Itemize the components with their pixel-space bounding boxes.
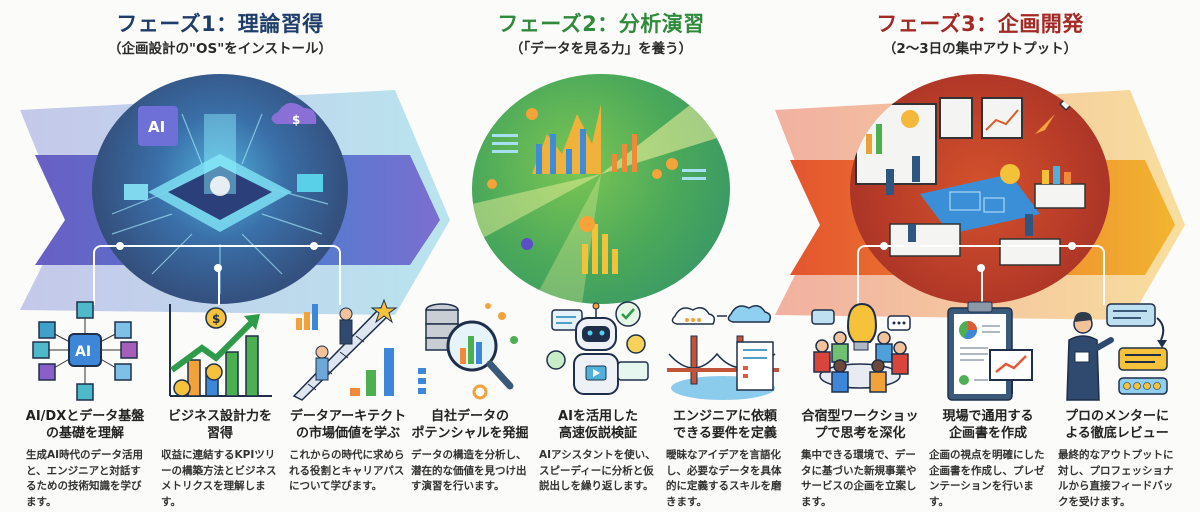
- item-description: 生成AI時代のデータ活用と、エンジニアと対話するための技術知識を学びます。: [26, 449, 144, 508]
- phase2-header: フェーズ2：分析演習 （「データを見る力」を養う）: [411, 10, 791, 58]
- phase3-connector-dot-right: [1068, 242, 1076, 250]
- phase3-item-proposal: 現場で通用する 企画書を作成 企画の視点を明確にした企画書を作成し、プレゼンテー…: [923, 296, 1053, 510]
- item-title: データアーキテクト の市場価値を学ぶ: [289, 409, 407, 441]
- phase2-subtitle: （「データを見る力」を養う）: [509, 41, 693, 57]
- data-analysis-circle-illustration: [472, 74, 730, 304]
- ai-network-icon: AI: [25, 296, 145, 404]
- svg-text:$: $: [292, 113, 300, 127]
- item-title: 合宿型ワークショッ プで思考を深化: [801, 409, 919, 441]
- phase1-connector-dot-left: [116, 242, 124, 250]
- item-description: 企画の視点を明確にした企画書を作成し、プレゼンテーションを行います。: [929, 449, 1045, 508]
- clipboard-report-icon: [928, 296, 1048, 404]
- workshop-rocket-illustration: [850, 74, 1110, 304]
- growth-chart-icon: $: [160, 296, 280, 404]
- phase1-header: フェーズ1：理論習得 （企画設計の"OS"をインストール）: [30, 10, 410, 58]
- phase1-connector-center: [218, 268, 220, 305]
- item-title: AI/DXとデータ基盤 の基礎を理解: [25, 409, 145, 441]
- item-title: ビジネス設計力を 習得: [167, 409, 272, 441]
- phase1-item-ai-dx: AI AI/DXとデータ基盤 の基礎を理解 生成AI時代のデータ活用と、エンジニ…: [20, 296, 150, 510]
- phase1-item-data-architect: データアーキテクト の市場価値を学ぶ これからの時代に求められる役割とキャリアパ…: [283, 296, 413, 495]
- item-title: 自社データの ポテンシャルを発掘: [411, 409, 529, 441]
- svg-text:AI: AI: [75, 344, 91, 360]
- svg-text:AI: AI: [148, 118, 165, 136]
- item-title: エンジニアに依頼 できる要件を定義: [672, 409, 777, 441]
- phase3-subtitle: （2〜3日の集中アウトプット）: [882, 41, 1078, 57]
- phase3-item-workshop: 合宿型ワークショッ プで思考を深化 集中できる環境で、データに基づいた新規事業や…: [795, 296, 925, 510]
- phase2-item-data-potential: 自社データの ポテンシャルを発掘 データの構造を分析し、潜在的な価値を見つけ出す…: [405, 296, 535, 495]
- phase3-connector-center: [981, 268, 983, 305]
- phase1-subtitle: （企画設計の"OS"をインストール）: [108, 41, 332, 57]
- phase1-connector-dot-right: [310, 242, 318, 250]
- item-title: AIを活用した 高速仮説検証: [558, 409, 638, 441]
- phase3-connector-dot-center: [977, 264, 985, 272]
- ai-robot-icon: [538, 296, 658, 404]
- phase1-item-business-design: $ ビジネス設計力を 習得 収益に連結するKPIツリーの構築方法とビジネスメトリ…: [155, 296, 285, 510]
- phase3-item-mentor-review: プロのメンターに よる徹底レビュー 最終的なアウトプットに対し、プロフェッショナ…: [1052, 296, 1182, 510]
- phase3-connector-dot-left: [880, 242, 888, 250]
- database-magnifier-icon: [410, 296, 530, 404]
- item-description: 曖昧なアイデアを言語化し、必要なデータを具体的に定義するスキルを磨きます。: [666, 449, 782, 508]
- phase2-item-requirements: エンジニアに依頼 できる要件を定義 曖昧なアイデアを言語化し、必要なデータを具体…: [660, 296, 790, 510]
- item-title: プロのメンターに よる徹底レビュー: [1064, 409, 1169, 441]
- item-description: AIアシスタントを使い、スピーディーに分析と仮説出しを繰り返します。: [539, 449, 656, 492]
- phase2-item-ai-hypothesis: AIを活用した 高速仮説検証 AIアシスタントを使い、スピーディーに分析と仮説出…: [533, 296, 663, 495]
- phase1-title: フェーズ1：理論習得: [116, 12, 324, 36]
- item-description: 集中できる環境で、データに基づいた新規事業やサービスの企画を立案します。: [801, 449, 917, 508]
- team-lightbulb-icon: [800, 296, 920, 404]
- phase1-connector-dot-center: [214, 264, 222, 272]
- item-description: 収益に連結するKPIツリーの構築方法とビジネスメトリクスを理解します。: [161, 449, 277, 508]
- career-ladder-icon: [288, 296, 408, 404]
- item-title: 現場で通用する 企画書を作成: [942, 409, 1034, 441]
- phase2-title: フェーズ2：分析演習: [497, 12, 705, 36]
- phase3-title: フェーズ3：企画開発: [876, 12, 1084, 36]
- item-description: データの構造を分析し、潜在的な価値を見つけ出す演習を行います。: [411, 449, 527, 492]
- item-description: 最終的なアウトプットに対し、プロフェッショナルから直接フィードバックを受けます。: [1058, 449, 1174, 508]
- item-description: これからの時代に求められる役割とキャリアパスについて学びます。: [289, 449, 405, 492]
- phase3-header: フェーズ3：企画開発 （2〜3日の集中アウトプット）: [790, 10, 1170, 58]
- svg-text:$: $: [212, 312, 220, 326]
- mentor-review-icon: [1057, 296, 1177, 404]
- bridge-document-icon: [665, 296, 785, 404]
